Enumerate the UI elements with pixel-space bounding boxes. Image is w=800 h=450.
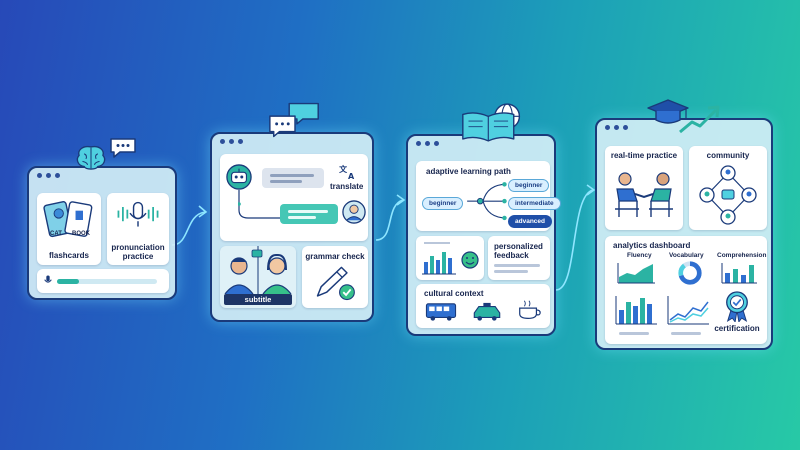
flashcard-cat-text: CAT: [50, 231, 62, 237]
analytics-dashboard-card[interactable]: analytics dashboard Fluency Vocabulary C…: [605, 236, 767, 344]
cultural-context-card[interactable]: cultural context: [416, 284, 550, 328]
vocabulary-label: Vocabulary: [669, 252, 704, 259]
flashcards-icon: [43, 201, 93, 238]
fluency-area-chart: [617, 263, 655, 284]
community-network-icon: [699, 165, 757, 225]
panel-personalized: adaptive learning path beginner beginner…: [406, 134, 561, 336]
audio-progress-track[interactable]: [57, 279, 157, 284]
robot-icon: [226, 164, 252, 190]
grammar-check-label: grammar check: [305, 252, 365, 261]
window-dots: [37, 173, 60, 178]
adaptive-path-title: adaptive learning path: [426, 167, 511, 176]
small-microphone-icon: [44, 275, 52, 283]
video-call-people-icon: [224, 246, 292, 294]
vocabulary-donut-chart: [678, 261, 702, 285]
pronunciation-label-line2: practice: [122, 252, 154, 261]
learning-path-tree: [467, 182, 507, 221]
ai-chat-card[interactable]: 文 A translate: [220, 154, 368, 241]
panel-mastery: real-time practice community: [595, 118, 773, 350]
level-pill-start[interactable]: beginner: [422, 197, 464, 210]
window-dots: [220, 139, 243, 144]
level-pill-beginner[interactable]: beginner: [508, 179, 550, 192]
audio-progress-fill: [57, 279, 79, 284]
feedback-label-line2: feedback: [494, 251, 529, 260]
book-globe-icon: [462, 103, 521, 142]
audio-progress-card[interactable]: [37, 269, 169, 293]
chat-bubbles-icon: [269, 102, 319, 138]
flashcard-book-text: BOOK: [72, 231, 90, 237]
comprehension-label: Comprehension: [717, 252, 767, 259]
personalized-feedback-card[interactable]: personalized feedback: [488, 236, 550, 280]
video-call-card[interactable]: subtitle: [220, 246, 296, 308]
feedback-chart-card[interactable]: [416, 236, 484, 280]
analytics-dashboard-title: analytics dashboard: [613, 241, 691, 250]
ai-message-bubble: [262, 168, 324, 188]
translate-icon: 文 A: [339, 164, 355, 180]
certification-badge-icon: [726, 291, 748, 322]
certification-label: certification: [714, 324, 760, 333]
feedback-bar-chart-icon: [422, 242, 479, 275]
pronunciation-label-line1: pronunciation: [111, 243, 165, 252]
subtitle-bar: subtitle: [224, 294, 292, 305]
adaptive-path-card[interactable]: adaptive learning path beginner beginner…: [416, 161, 561, 231]
community-label: community: [706, 151, 750, 160]
handshake-people-icon: [615, 172, 673, 217]
graduation-cap-growth-icon: [647, 99, 720, 134]
trend-line-chart: [667, 296, 709, 325]
window-dots: [605, 125, 628, 130]
realtime-practice-label: real-time practice: [610, 151, 678, 160]
brain-icon: [76, 145, 106, 170]
panel-ai-assist: 文 A translate subtitle grammar check: [210, 132, 374, 322]
chat-connector: [238, 190, 284, 219]
coffee-cup-icon: [519, 300, 541, 319]
user-message-bubble: [280, 204, 338, 224]
feedback-label-line1: personalized: [494, 242, 543, 251]
bus-icon: [425, 303, 457, 321]
user-avatar-icon: [342, 200, 366, 224]
grammar-check-card[interactable]: grammar check: [302, 246, 368, 308]
flashcards-label: flashcards: [48, 251, 90, 260]
fluency-label: Fluency: [627, 252, 652, 259]
translate-label: translate: [330, 182, 364, 191]
flashcards-card[interactable]: CAT BOOK flashcards: [37, 193, 101, 265]
community-card[interactable]: community: [689, 146, 767, 230]
comprehension-bar-chart: [721, 263, 757, 284]
level-pill-intermediate[interactable]: intermediate: [508, 197, 561, 210]
svg-text:A: A: [348, 172, 355, 180]
svg-text:文: 文: [339, 164, 348, 174]
speech-bubble-icon: [110, 138, 136, 158]
cultural-context-label: cultural context: [424, 289, 484, 298]
panel-basics: CAT BOOK flashcards pronunciation practi…: [27, 166, 177, 300]
realtime-practice-card[interactable]: real-time practice: [605, 146, 683, 230]
pencil-check-icon: [316, 266, 355, 301]
taxi-icon: [473, 302, 501, 321]
window-dots: [416, 141, 439, 146]
microphone-icon: [117, 201, 159, 227]
level-pill-advanced[interactable]: advanced: [508, 215, 552, 228]
pronunciation-card[interactable]: pronunciation practice: [107, 193, 169, 265]
progress-bar-chart: [615, 296, 657, 325]
